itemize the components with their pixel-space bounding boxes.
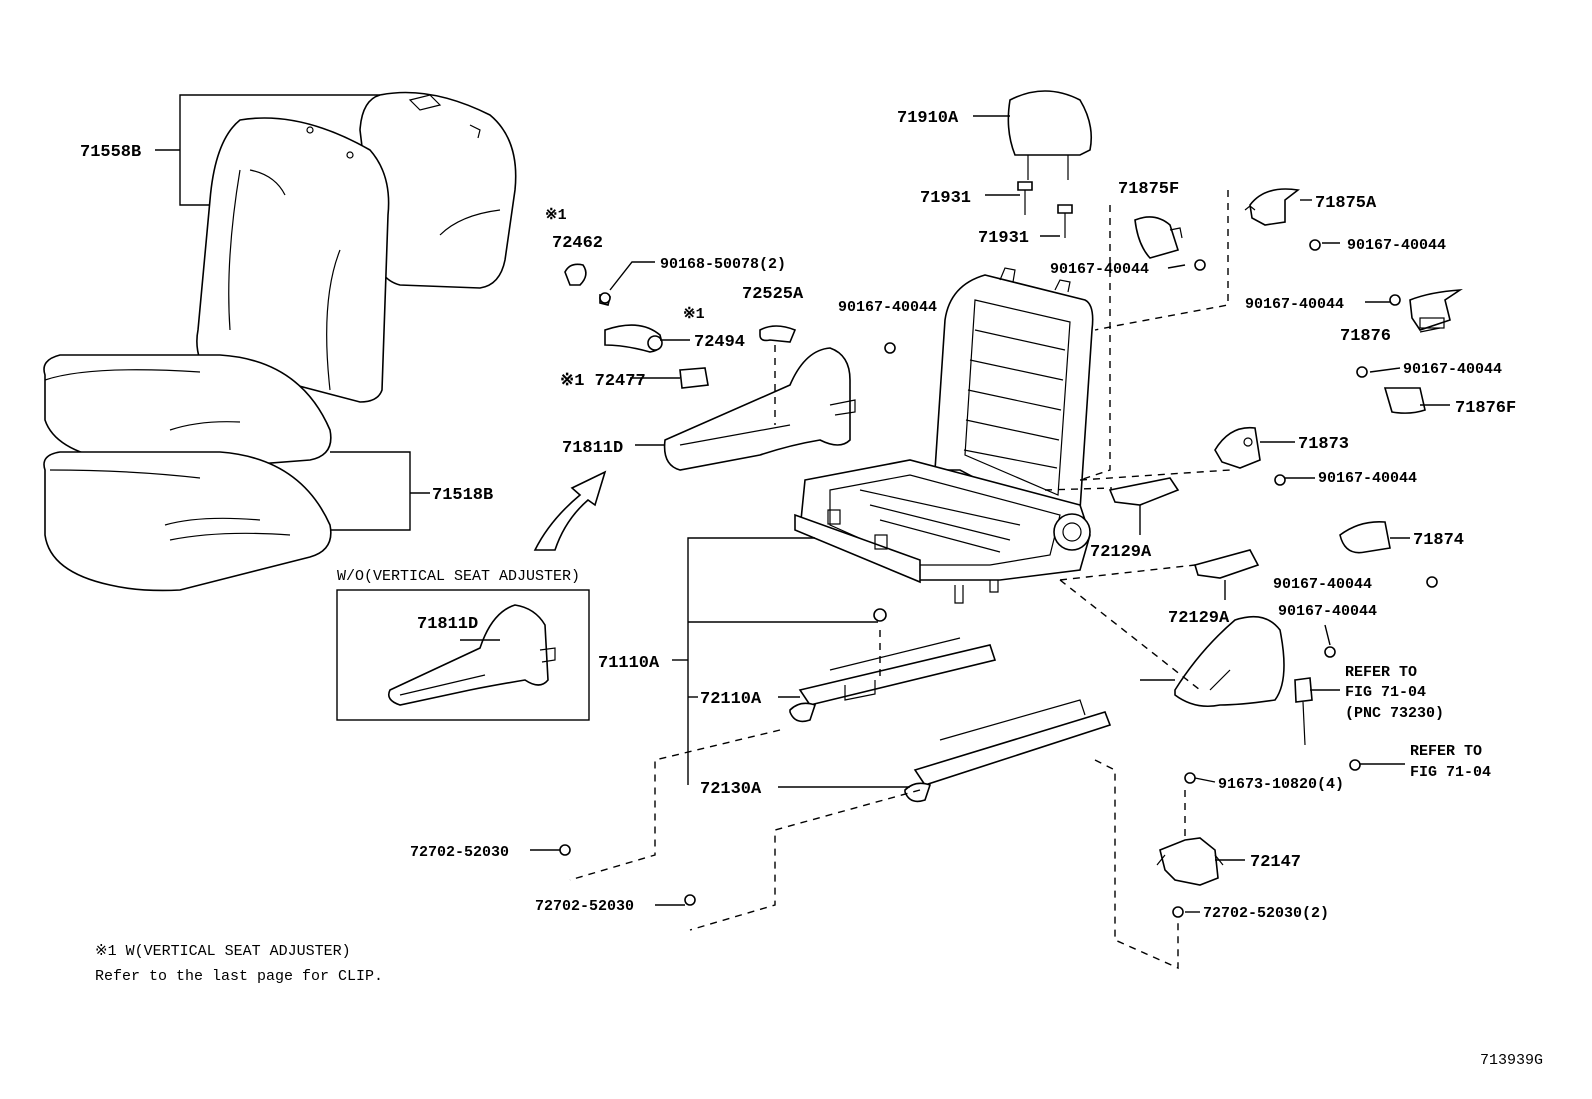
wo-vertical-adjuster-box <box>336 589 590 721</box>
bolt-icons <box>559 239 1438 918</box>
seat-frame-drawing <box>794 267 1094 604</box>
label-refer-to-1: REFER TO <box>1345 664 1417 681</box>
label-90167-40044-g: 90167-40044 <box>1273 576 1372 593</box>
label-71910A: 71910A <box>897 109 959 128</box>
note-vertical-seat-adjuster: ※1 W(VERTICAL SEAT ADJUSTER) <box>95 943 351 960</box>
cover-71875A-drawing <box>1244 188 1300 226</box>
part-72525A-drawing <box>759 325 797 343</box>
cover-71874-drawing <box>1339 520 1391 554</box>
bracket-71558B <box>155 94 380 206</box>
cover-71876F-drawing <box>1383 387 1426 414</box>
belt-buckle-drawing <box>1294 677 1313 746</box>
label-72702-52030-b: 72702-52030 <box>535 898 634 915</box>
label-72110A: 72110A <box>700 690 762 709</box>
label-90167-40044-h: 90167-40044 <box>1278 603 1377 620</box>
seat-track-72130A-drawing <box>904 699 1112 803</box>
label-72129A-b: 72129A <box>1168 609 1230 628</box>
label-71876F: 71876F <box>1455 399 1516 418</box>
part-number-labels: 71558B 71518B ※1 72462 90168-50078(2) ※1… <box>80 109 1516 922</box>
label-fig-71-04-1: FIG 71-04 <box>1345 684 1426 701</box>
label-72702-52030-c: 72702-52030(2) <box>1203 905 1329 922</box>
label-72129A-a: 72129A <box>1090 543 1152 562</box>
headrest-support-71931-drawing <box>1017 181 1073 238</box>
cover-71873-drawing <box>1214 426 1261 469</box>
headrest-71910A-drawing <box>1007 90 1093 180</box>
label-fig-71-04-2: FIG 71-04 <box>1410 764 1491 781</box>
label-90167-40044-c: 90167-40044 <box>1347 237 1446 254</box>
arrow-drawing <box>533 470 607 551</box>
dashed-guide-lines <box>569 190 1231 970</box>
cover-72129A-a-drawing <box>1108 477 1180 506</box>
mark-72462: ※1 <box>545 207 567 224</box>
label-90167-40044-f: 90167-40044 <box>1318 470 1417 487</box>
label-71518B: 71518B <box>432 486 493 505</box>
label-72462: 72462 <box>552 234 603 253</box>
label-71931-a: 71931 <box>920 189 971 208</box>
seat-track-72110A-drawing <box>789 637 997 723</box>
cover-71876-drawing <box>1409 289 1463 331</box>
label-90167-40044-b: 90167-40044 <box>1050 261 1149 278</box>
label-71811D-box: 71811D <box>417 615 478 634</box>
label-pnc-73230: (PNC 73230) <box>1345 705 1444 722</box>
label-91673-10820: 91673-10820(4) <box>1218 776 1344 793</box>
cover-72129A-b-drawing <box>1193 549 1260 579</box>
part-72477-drawing <box>679 367 709 389</box>
seat-cushion-cover-drawing <box>43 354 332 592</box>
label-71110A: 71110A <box>598 654 660 673</box>
label-90168-50078: 90168-50078(2) <box>660 256 786 273</box>
label-71875A: 71875A <box>1315 194 1377 213</box>
seat-back-cover-drawing <box>196 91 517 403</box>
side-cover-right-drawing <box>1174 615 1285 708</box>
label-71811D: 71811D <box>562 439 623 458</box>
label-90167-40044-a: 90167-40044 <box>838 299 937 316</box>
diagram-id: 713939G <box>1480 1052 1543 1069</box>
note-clip: Refer to the last page for CLIP. <box>95 968 383 985</box>
cover-71875F-drawing <box>1134 216 1183 259</box>
label-72130A: 72130A <box>700 780 762 799</box>
side-shield-71811D-drawing <box>663 347 856 471</box>
label-72494: 72494 <box>694 333 745 352</box>
box-title: W/O(VERTICAL SEAT ADJUSTER) <box>337 568 580 585</box>
label-72525A: 72525A <box>742 285 804 304</box>
bracket-72147-drawing <box>1156 837 1224 886</box>
label-71558B: 71558B <box>80 143 141 162</box>
label-71874: 71874 <box>1413 531 1464 550</box>
label-71876: 71876 <box>1340 327 1391 346</box>
leader-lines <box>460 115 1450 913</box>
lever-72494-drawing <box>599 294 663 353</box>
label-refer-to-2: REFER TO <box>1410 743 1482 760</box>
mark-72494: ※1 <box>683 306 705 323</box>
bracket-71518B <box>330 451 430 531</box>
label-71873: 71873 <box>1298 435 1349 454</box>
knob-72462-drawing <box>564 263 587 286</box>
label-90167-40044-e: 90167-40044 <box>1403 361 1502 378</box>
label-72477: ※1 72477 <box>560 372 646 391</box>
label-71931-b: 71931 <box>978 229 1029 248</box>
label-90167-40044-d: 90167-40044 <box>1245 296 1344 313</box>
label-71875F: 71875F <box>1118 180 1179 199</box>
label-72147: 72147 <box>1250 853 1301 872</box>
label-72702-52030-a: 72702-52030 <box>410 844 509 861</box>
